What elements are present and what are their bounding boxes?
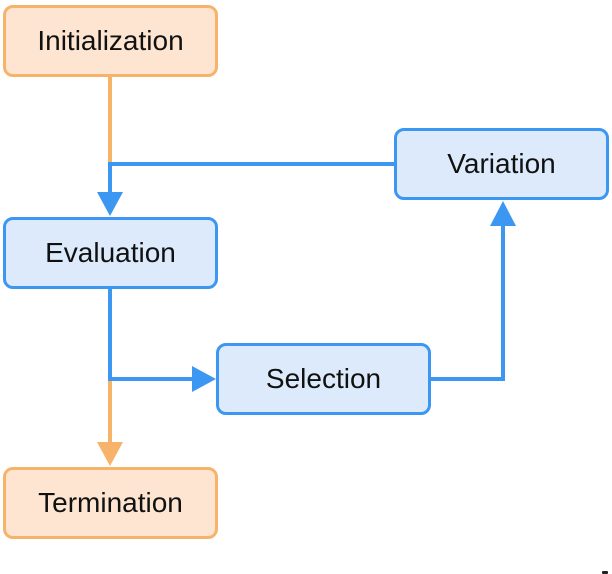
- corner-mark: [602, 571, 608, 574]
- selection-to-variation-connector: [431, 224, 505, 381]
- node-termination: Termination: [3, 467, 218, 539]
- node-variation: Variation: [394, 128, 609, 200]
- variation-arrowhead: [490, 201, 516, 226]
- node-evaluation: Evaluation: [3, 217, 218, 289]
- eval-to-selection-connector: [108, 289, 194, 381]
- node-initialization: Initialization: [3, 5, 218, 77]
- termination-arrowhead: [97, 442, 123, 466]
- variation-to-eval-connector: [108, 162, 394, 194]
- selection-arrowhead: [192, 366, 216, 392]
- node-selection: Selection: [216, 343, 431, 415]
- eval-arrowhead: [97, 192, 123, 216]
